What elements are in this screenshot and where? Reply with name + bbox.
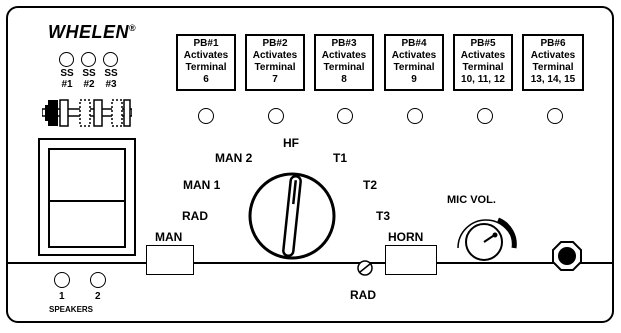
pb4-terminals: 9 — [411, 74, 417, 85]
man-pushbutton[interactable] — [146, 245, 194, 275]
pb5-label-box: PB#5 Activates Terminal 10, 11, 12 — [453, 34, 513, 91]
pb6-id: PB#6 — [540, 38, 566, 49]
ss3-label: SS #3 — [101, 68, 121, 90]
pb5-action: Activates — [460, 50, 506, 61]
rotary-label-man1: MAN 1 — [183, 178, 221, 192]
pb2-label-box: PB#2 Activates Terminal 7 — [245, 34, 305, 91]
pb1-label-box: PB#1 Activates Terminal 6 — [176, 34, 236, 91]
man-button-label: MAN — [155, 230, 183, 244]
pb5-pushbutton[interactable] — [477, 108, 493, 124]
speaker-2-indicator-light — [90, 272, 106, 288]
pb3-id: PB#3 — [331, 38, 357, 49]
brand-name: WHELEN — [48, 22, 129, 42]
speakers-label: SPEAKERS — [49, 305, 94, 314]
speaker-1-indicator-light — [54, 272, 70, 288]
rad-adjust-screw-icon[interactable] — [356, 259, 374, 277]
pb3-label-box: PB#3 Activates Terminal 8 — [314, 34, 374, 91]
function-rotary-knob[interactable] — [246, 170, 338, 262]
pb3-pushbutton[interactable] — [337, 108, 353, 124]
slide-switch-bank[interactable] — [42, 96, 132, 130]
microphone-jack-icon[interactable] — [551, 240, 583, 272]
pb4-action: Activates — [391, 50, 437, 61]
pb5-terminal-word: Terminal — [462, 62, 504, 73]
pb1-pushbutton[interactable] — [198, 108, 214, 124]
horn-pushbutton[interactable] — [385, 245, 437, 275]
registered-mark: ® — [129, 23, 137, 33]
rotary-label-rad: RAD — [182, 209, 208, 223]
pb5-id: PB#5 — [470, 38, 496, 49]
speaker-2-label: 2 — [95, 291, 101, 302]
pb1-terminals: 6 — [203, 74, 209, 85]
pb2-id: PB#2 — [262, 38, 288, 49]
ss3-label-bottom: #3 — [105, 79, 117, 90]
pb3-action: Activates — [321, 50, 367, 61]
ss2-label-bottom: #2 — [83, 79, 95, 90]
pb6-action: Activates — [530, 50, 576, 61]
pb6-terminals: 13, 14, 15 — [530, 74, 576, 85]
pb1-id: PB#1 — [193, 38, 219, 49]
pb2-terminal-word: Terminal — [254, 62, 296, 73]
mic-volume-knob[interactable] — [448, 208, 520, 264]
ss3-label-top: SS — [104, 68, 118, 79]
lower-panel-divider — [8, 262, 612, 264]
pb4-id: PB#4 — [401, 38, 427, 49]
ss2-label: SS #2 — [79, 68, 99, 90]
pb3-terminals: 8 — [341, 74, 347, 85]
brand-logo: WHELEN® — [48, 22, 136, 43]
ss1-label: SS #1 — [57, 68, 77, 90]
rotary-label-man2: MAN 2 — [215, 151, 253, 165]
pb3-terminal-word: Terminal — [323, 62, 365, 73]
rotary-label-t3: T3 — [376, 209, 391, 223]
speaker-1-label: 1 — [59, 291, 65, 302]
horn-button-label: HORN — [388, 230, 424, 244]
rotary-label-hf: HF — [283, 136, 299, 150]
ss3-indicator-light — [103, 52, 118, 67]
pb6-pushbutton[interactable] — [547, 108, 563, 124]
pb4-pushbutton[interactable] — [407, 108, 423, 124]
rotary-label-t1: T1 — [333, 151, 348, 165]
ss1-slider — [48, 100, 58, 126]
rocker-divider — [50, 200, 124, 202]
ss1-label-top: SS — [60, 68, 74, 79]
pb5-terminals: 10, 11, 12 — [461, 74, 505, 85]
ss1-indicator-light — [59, 52, 74, 67]
rocker-face — [48, 148, 126, 248]
ss2-indicator-light — [81, 52, 96, 67]
pb6-label-box: PB#6 Activates Terminal 13, 14, 15 — [522, 34, 584, 91]
ss1-label-bottom: #1 — [61, 79, 73, 90]
pb2-pushbutton[interactable] — [268, 108, 284, 124]
pb1-action: Activates — [183, 50, 229, 61]
pb2-action: Activates — [252, 50, 298, 61]
pb1-terminal-word: Terminal — [185, 62, 227, 73]
pb4-terminal-word: Terminal — [393, 62, 435, 73]
ss3-slider — [111, 99, 123, 127]
ss2-slider — [79, 99, 91, 127]
pb6-terminal-word: Terminal — [532, 62, 574, 73]
ss2-label-top: SS — [82, 68, 96, 79]
power-rocker-switch[interactable] — [38, 138, 136, 256]
rad-adjust-label: RAD — [350, 288, 376, 302]
pb2-terminals: 7 — [272, 74, 278, 85]
pb4-label-box: PB#4 Activates Terminal 9 — [384, 34, 444, 91]
mic-volume-label: MIC VOL. — [447, 194, 496, 206]
rotary-label-t2: T2 — [363, 178, 378, 192]
